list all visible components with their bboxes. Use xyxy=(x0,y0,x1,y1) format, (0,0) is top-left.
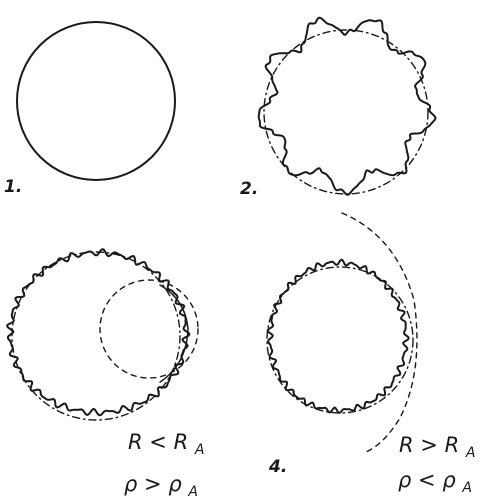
panel-4-wavy-outline xyxy=(268,260,409,413)
panel-4-relation-1: R > R A xyxy=(399,433,475,461)
panel-2-wavy-outline xyxy=(259,18,436,195)
svg-text:ρ > ρ: ρ > ρ A xyxy=(124,472,198,500)
panel-3: R < R A ρ > ρ A xyxy=(7,249,204,500)
relation-subscript: A xyxy=(461,480,472,496)
relation-subscript: A xyxy=(465,445,476,461)
panel-3-wavy-outline xyxy=(7,249,189,415)
relation-operator: > xyxy=(144,472,162,496)
panel-1-circle xyxy=(17,22,175,180)
relation-rhs: R xyxy=(174,430,189,454)
relation-lhs: R xyxy=(128,430,143,454)
relation-rhs: ρ xyxy=(168,472,182,496)
panel-1-number: 1. xyxy=(4,177,22,197)
panel-2: 2. xyxy=(240,18,436,199)
relation-lhs: R xyxy=(399,433,414,457)
panel-4-outer-dashed-arc xyxy=(342,213,417,452)
svg-text:R > R: R > R A xyxy=(399,433,475,461)
panel-3-contact-arc xyxy=(160,285,188,382)
panel-1: 1. xyxy=(4,22,175,197)
panel-4-number: 4. xyxy=(268,457,287,477)
panel-3-relation-2: ρ > ρ A xyxy=(124,472,198,500)
panel-3-reference-circle xyxy=(12,252,180,420)
relation-lhs: ρ xyxy=(398,468,412,492)
panel-2-number: 2. xyxy=(240,179,258,199)
svg-text:R < R: R < R A xyxy=(128,430,204,458)
relation-operator: > xyxy=(420,433,438,457)
relation-subscript: A xyxy=(187,484,198,500)
relation-rhs: ρ xyxy=(442,468,456,492)
relation-operator: < xyxy=(418,468,436,492)
relation-subscript: A xyxy=(194,442,205,458)
relation-rhs: R xyxy=(445,433,460,457)
panel-4-relation-2: ρ < ρ A xyxy=(398,468,472,496)
relation-lhs: ρ xyxy=(124,472,138,496)
svg-text:ρ < ρ: ρ < ρ A xyxy=(398,468,472,496)
relation-operator: < xyxy=(149,430,167,454)
panel-3-relation-1: R < R A xyxy=(128,430,204,458)
panel-4: 4. R > R A ρ < ρ A xyxy=(267,213,475,496)
